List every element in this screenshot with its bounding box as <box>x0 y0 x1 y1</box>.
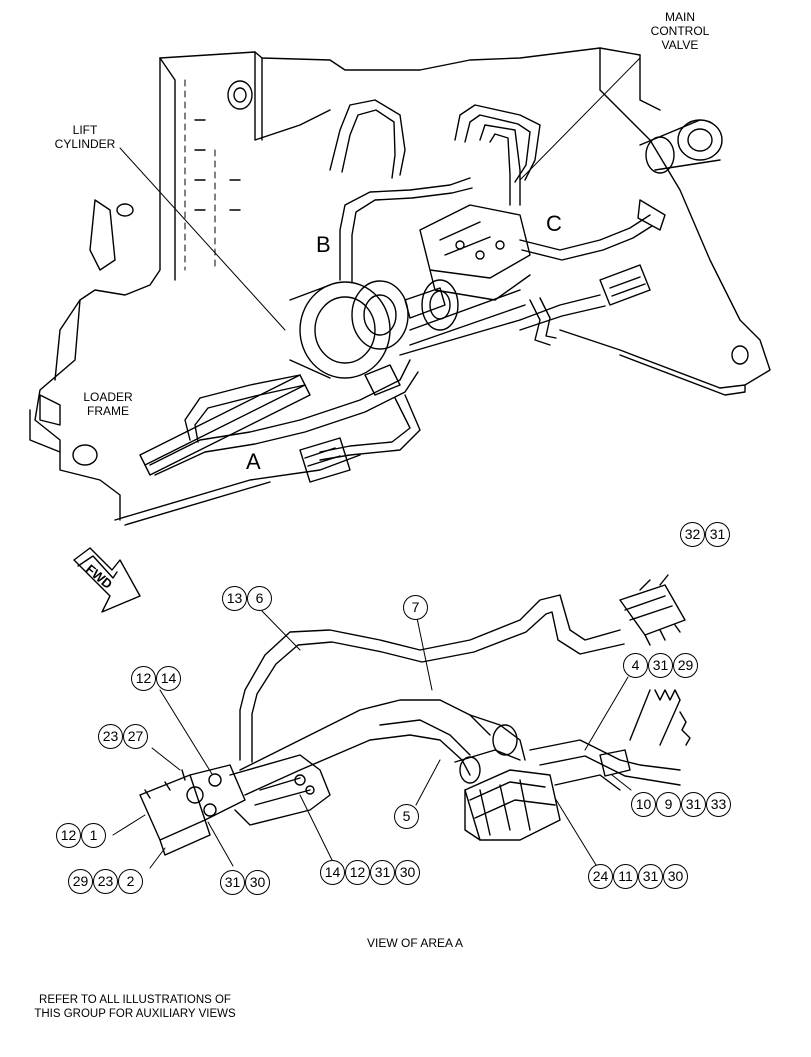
callout-bubble: 27 <box>123 724 148 749</box>
area-a-marker: A <box>246 449 261 474</box>
detail-leader-lines <box>112 610 632 869</box>
callout-bubble: 10 <box>631 792 656 817</box>
fwd-arrow <box>73 547 141 613</box>
callout-bubble: 31 <box>705 522 730 547</box>
callout-bubble: 12 <box>56 823 81 848</box>
callout-bubble: 29 <box>673 653 698 678</box>
callout-bubble: 30 <box>663 864 688 889</box>
callout-bubble: 4 <box>623 653 648 678</box>
callout-bubble: 30 <box>395 860 420 885</box>
loader-frame-label: LOADER FRAME <box>83 390 133 418</box>
callout-bubble: 6 <box>247 586 272 611</box>
callout-bubble: 31 <box>648 653 673 678</box>
callout-bubble: 30 <box>245 870 270 895</box>
hydraulic-assembly-drawing <box>139 99 666 483</box>
callout-bubble: 31 <box>638 864 663 889</box>
callout-bubble: 31 <box>681 792 706 817</box>
callout-bubble: 14 <box>320 860 345 885</box>
callout-bubble: 12 <box>131 666 156 691</box>
callout-bubble: 1 <box>81 823 106 848</box>
main-control-valve-label: MAIN CONTROL VALVE <box>650 10 710 52</box>
loader-frame-drawing <box>29 47 771 526</box>
callout-bubble: 24 <box>588 864 613 889</box>
callout-bubble: 9 <box>656 792 681 817</box>
callout-bubble: 14 <box>156 666 181 691</box>
callout-bubble: 31 <box>370 860 395 885</box>
callout-bubble: 23 <box>98 724 123 749</box>
lift-cylinder-label: LIFT CYLINDER <box>54 123 116 151</box>
area-c-marker: C <box>546 211 562 236</box>
callout-bubble: 29 <box>68 869 93 894</box>
callout-bubble: 31 <box>220 870 245 895</box>
auxiliary-views-note: REFER TO ALL ILLUSTRATIONS OF THIS GROUP… <box>34 994 236 1020</box>
top-leader-lines <box>119 57 641 331</box>
callout-bubble: 2 <box>118 869 143 894</box>
callout-bubble: 5 <box>394 804 419 829</box>
callout-bubble: 32 <box>680 522 705 547</box>
area-a-detail-drawing <box>139 574 691 856</box>
view-title: VIEW OF AREA A <box>366 936 464 950</box>
callout-bubble: 7 <box>403 595 428 620</box>
callout-bubble: 23 <box>93 869 118 894</box>
callout-bubble: 12 <box>345 860 370 885</box>
callout-bubble: 33 <box>706 792 731 817</box>
area-b-marker: B <box>316 232 331 257</box>
callout-bubble: 11 <box>613 864 638 889</box>
callout-bubble: 13 <box>222 586 247 611</box>
